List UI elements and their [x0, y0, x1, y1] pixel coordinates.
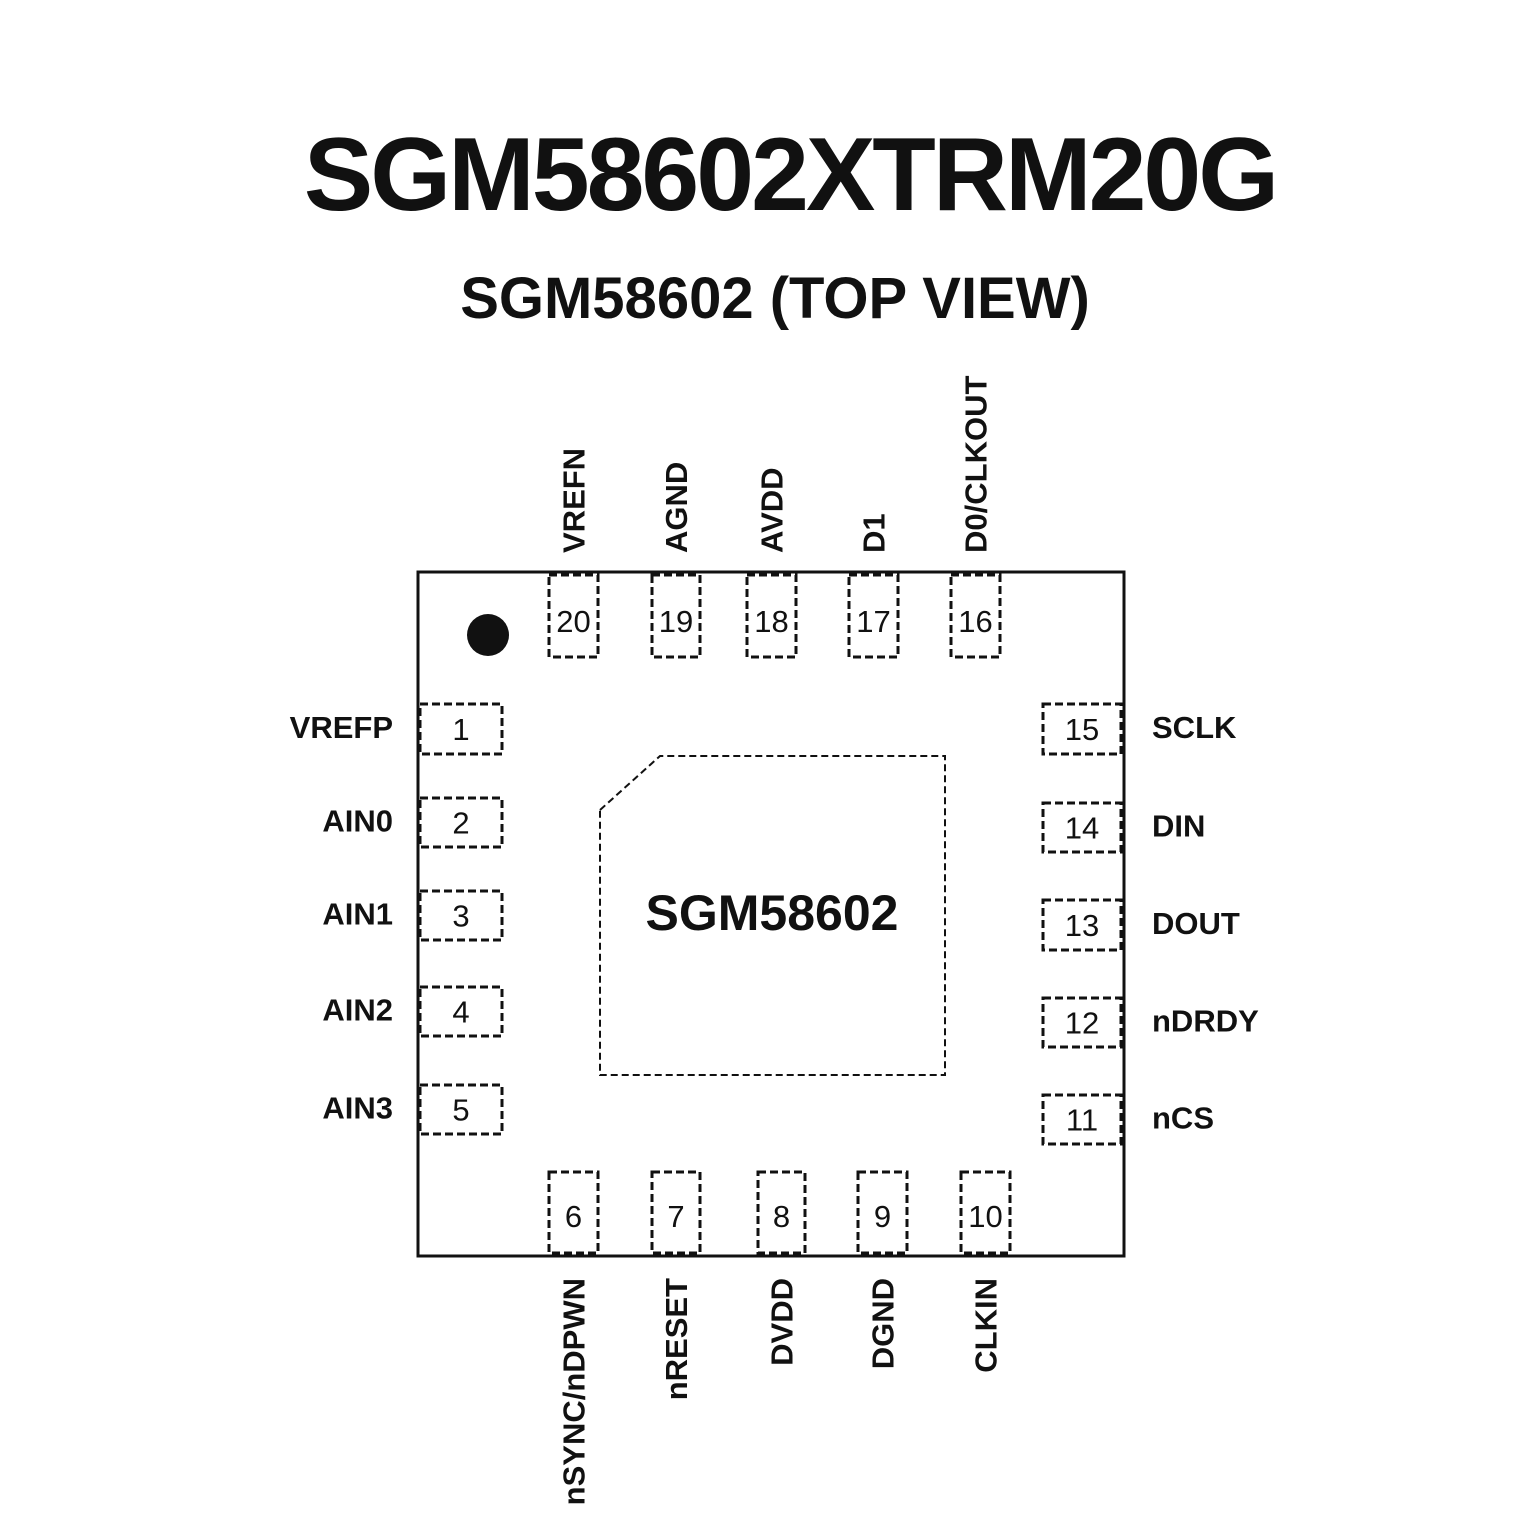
pin-17: 17 D1 [847, 513, 900, 659]
pin-number: 7 [667, 1199, 684, 1234]
pin-2: 2 AIN0 [322, 796, 504, 849]
pin-number: 3 [452, 899, 469, 934]
pin-name: AIN2 [322, 993, 393, 1028]
pins-group: 20VREFN19AGND18AVDD17D116D0/CLKOUT6nSYNC… [290, 376, 1259, 1506]
pin-pad [1041, 996, 1123, 1049]
pin-pad [959, 1170, 1012, 1255]
pin-number: 6 [565, 1199, 582, 1234]
pin-pad [418, 889, 504, 942]
pin-name: DVDD [765, 1278, 800, 1366]
pin-number: 15 [1065, 712, 1099, 747]
pin-16: 16 D0/CLKOUT [949, 376, 1002, 659]
pin-name: AIN1 [322, 897, 393, 932]
pin-6: 6 nSYNC/nDPWN [547, 1170, 600, 1505]
pin-name: DGND [866, 1278, 901, 1369]
pin-name: D1 [857, 513, 892, 553]
pin-name: AVDD [755, 467, 790, 553]
pin-number: 16 [958, 604, 992, 639]
pin-pad [1041, 801, 1123, 854]
pin-3: 3 AIN1 [322, 889, 504, 942]
pin-pad [856, 1170, 909, 1255]
pin-name: DOUT [1152, 906, 1240, 941]
pin-name: nSYNC/nDPWN [557, 1278, 592, 1505]
pin-pad [547, 1170, 600, 1255]
pin-number: 5 [452, 1093, 469, 1128]
pin-name: AIN3 [322, 1091, 393, 1126]
pin-name: D0/CLKOUT [959, 376, 994, 553]
pin-14: 14 DIN [1041, 801, 1205, 854]
pin-number: 18 [754, 604, 788, 639]
pin-number: 14 [1065, 811, 1099, 846]
pin-pad [547, 573, 600, 659]
pin-pad [418, 702, 504, 756]
pin1-indicator-dot [467, 614, 509, 656]
pin-number: 11 [1066, 1103, 1098, 1138]
pin-13: 13 DOUT [1041, 898, 1240, 952]
pin-15: 15 SCLK [1041, 702, 1237, 756]
package-outline [416, 570, 1126, 1258]
pin-pad [650, 1170, 702, 1255]
pin-pad [1041, 1093, 1123, 1146]
pin-pad [949, 573, 1002, 659]
pin-name: AIN0 [322, 804, 393, 839]
pin-name: SCLK [1152, 710, 1237, 745]
pin-number: 4 [452, 995, 469, 1030]
pin-11: 11 nCS [1041, 1093, 1214, 1146]
pin-1: 1 VREFP [290, 702, 504, 756]
pin-4: 4 AIN2 [322, 985, 504, 1038]
pin-number: 2 [452, 806, 469, 841]
pin-number: 20 [556, 604, 590, 639]
pin-number: 10 [968, 1199, 1002, 1234]
pin-pad [1041, 898, 1123, 952]
pin-pad [847, 573, 900, 659]
pin-number: 19 [659, 604, 693, 639]
pin-name: CLKIN [969, 1278, 1004, 1373]
pin-pad [418, 796, 504, 849]
pin-pad [1041, 702, 1123, 756]
pin-number: 13 [1065, 908, 1099, 943]
package-label: SGM58602 [646, 885, 899, 941]
pin-number: 17 [856, 604, 890, 639]
pin-18: 18 AVDD [745, 467, 798, 659]
pin-20: 20 VREFN [547, 448, 600, 659]
pin-name: nRESET [659, 1278, 694, 1400]
pin-pad [756, 1170, 807, 1255]
pin-19: 19 AGND [650, 462, 702, 659]
pin-name: nDRDY [1152, 1004, 1259, 1039]
top-view-subtitle: SGM58602 (TOP VIEW) [460, 266, 1090, 331]
pin-pad [650, 573, 702, 659]
pin-number: 9 [874, 1199, 891, 1234]
pin-name: VREFN [557, 448, 592, 553]
pin-7: 7 nRESET [650, 1170, 702, 1400]
pin-number: 8 [773, 1199, 790, 1234]
part-number-title: SGM58602XTRM20G [304, 117, 1276, 233]
pin-pad [745, 573, 798, 659]
pin-name: VREFP [290, 710, 393, 745]
pin-number: 1 [452, 712, 469, 747]
pin-name: DIN [1152, 809, 1205, 844]
pin-name: nCS [1152, 1101, 1214, 1136]
pin-5: 5 AIN3 [322, 1083, 504, 1136]
pin-pad [418, 1083, 504, 1136]
pin-number: 12 [1065, 1006, 1099, 1041]
pin-pad [418, 985, 504, 1038]
pin-12: 12 nDRDY [1041, 996, 1259, 1049]
pin-name: AGND [659, 462, 694, 553]
exposed-pad [599, 755, 946, 1076]
